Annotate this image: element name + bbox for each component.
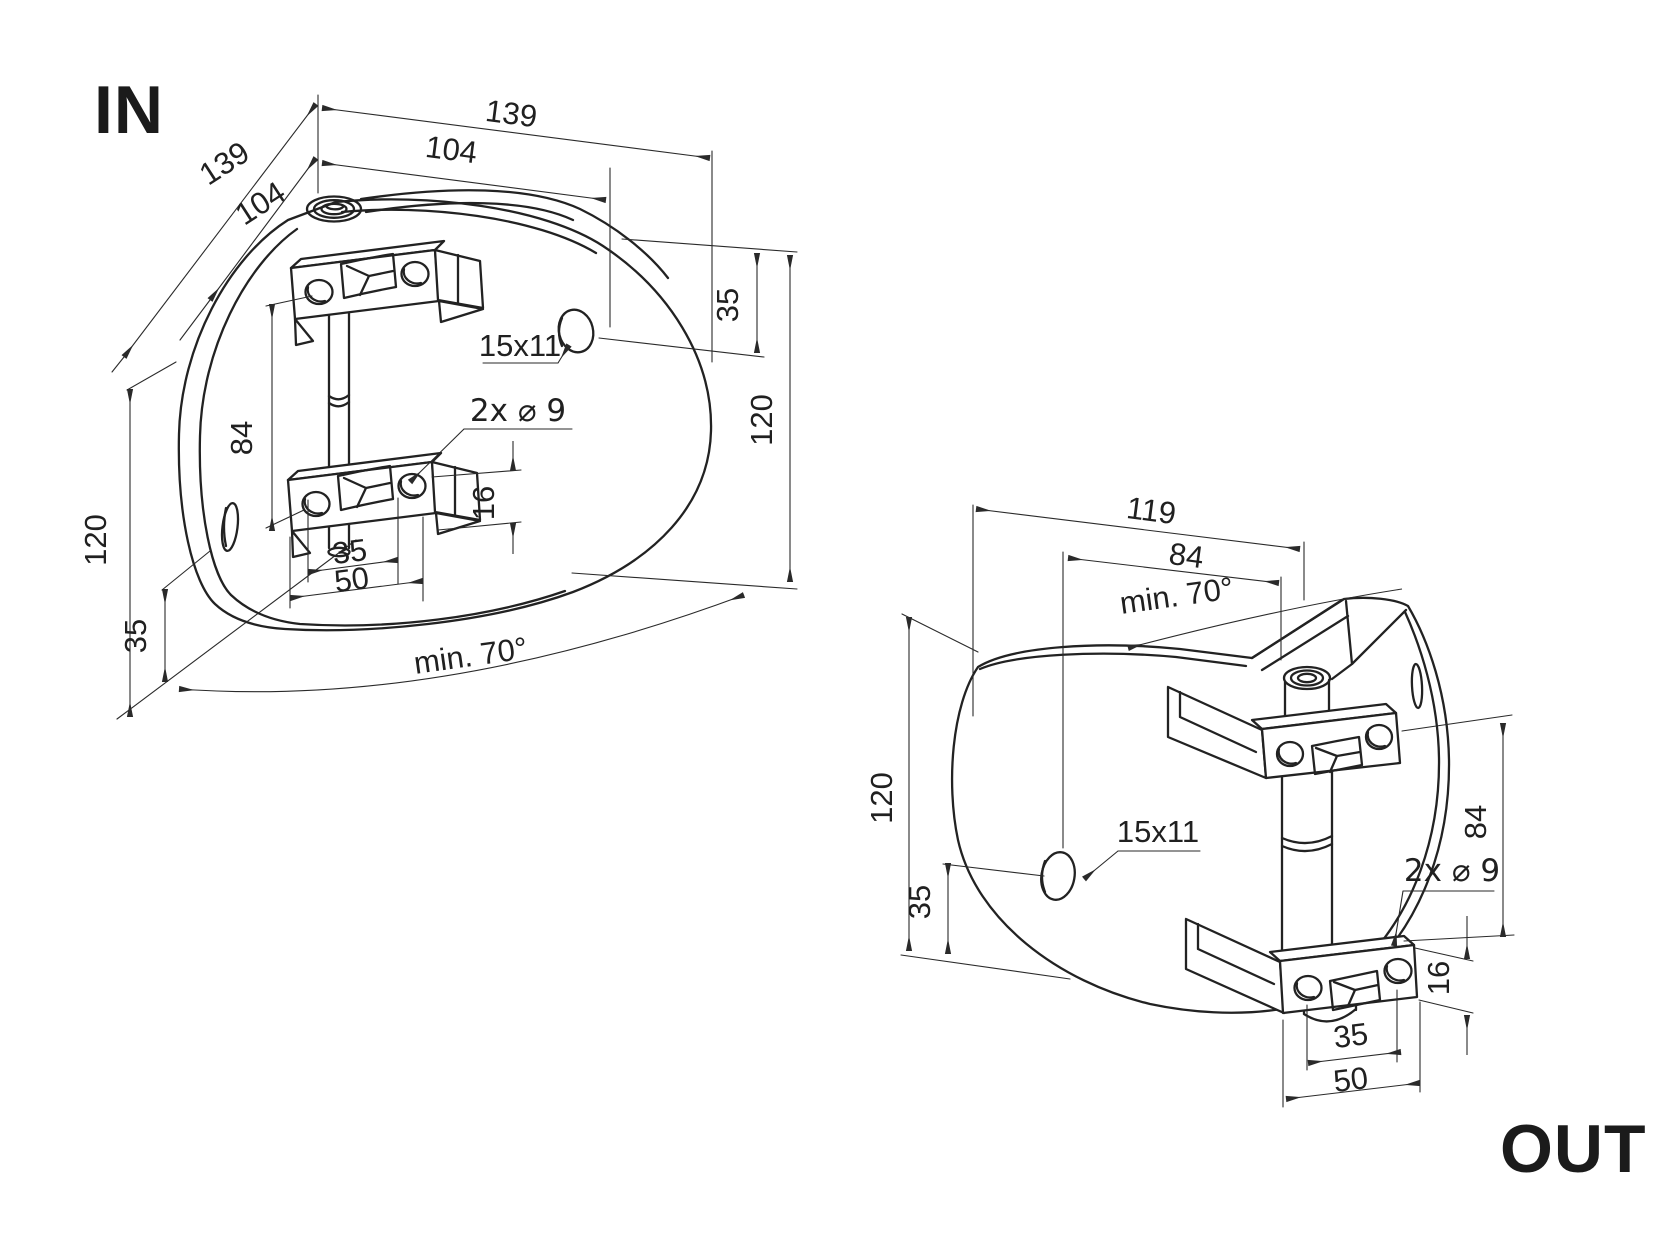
out-plate-inner-top-edge [978, 652, 1248, 671]
in-dim-width-total: 139 [483, 93, 539, 134]
in-label-angle-note: min. 70° [412, 630, 530, 681]
out-dim-clamp-width: 50 [1331, 1060, 1369, 1099]
in-dim-clamp-thickness: 16 [466, 486, 501, 520]
in-dim-height-left: 120 [78, 514, 113, 566]
out-dim-width-total: 119 [1125, 490, 1179, 531]
out-dim-bottom-to-slot: 35 [902, 885, 937, 919]
out-edge-oval-hole [1410, 662, 1424, 710]
out-bottom-clamp [1184, 917, 1419, 1015]
in-pivot-bearing [305, 195, 363, 223]
out-label-slot-size: 15x11 [1117, 814, 1199, 849]
in-dim-depth-total: 139 [193, 134, 255, 192]
in-dim-clamp-width: 50 [332, 560, 371, 599]
in-dim-width-to-slot: 104 [423, 129, 479, 170]
in-label-slot-size: 15x11 [479, 328, 561, 363]
out-dim-hole-pitch: 84 [1458, 805, 1493, 839]
out-top-clamp [1166, 685, 1402, 780]
out-view: OUT [864, 490, 1647, 1187]
in-label-holes-note: 2x ⌀ 9 [470, 393, 566, 429]
out-dimension-lines [905, 505, 1507, 1103]
out-view-label: OUT [1500, 1111, 1647, 1187]
out-label-angle-note: min. 70° [1118, 570, 1236, 621]
out-dim-hole-spacing: 35 [1331, 1016, 1369, 1055]
out-plate [950, 596, 1451, 1014]
in-edge-oval-hole [220, 502, 240, 552]
out-dim-slot-to-pivot: 84 [1167, 536, 1206, 575]
in-dim-hole-pitch: 84 [224, 421, 259, 455]
in-bottom-clamp [286, 451, 482, 559]
in-dim-hole-spacing: 35 [330, 532, 369, 571]
in-dimension-lines [121, 102, 794, 717]
in-dim-top-to-slot: 35 [710, 288, 745, 322]
in-edge-oval-line [222, 506, 228, 548]
in-dim-height-right: 120 [744, 394, 779, 446]
in-dim-plate-to-base: 35 [118, 619, 153, 653]
out-dim-height-left: 120 [864, 772, 899, 824]
in-view: IN [78, 72, 798, 720]
in-top-clamp [289, 239, 485, 347]
out-slot-hole-depth [1040, 859, 1047, 894]
out-extension-lines [900, 504, 1515, 1108]
in-view-label: IN [94, 72, 164, 148]
out-dim-clamp-thickness: 16 [1421, 961, 1456, 995]
out-hinge-arm [1250, 598, 1408, 681]
out-label-holes-note: 2x ⌀ 9 [1404, 853, 1500, 889]
